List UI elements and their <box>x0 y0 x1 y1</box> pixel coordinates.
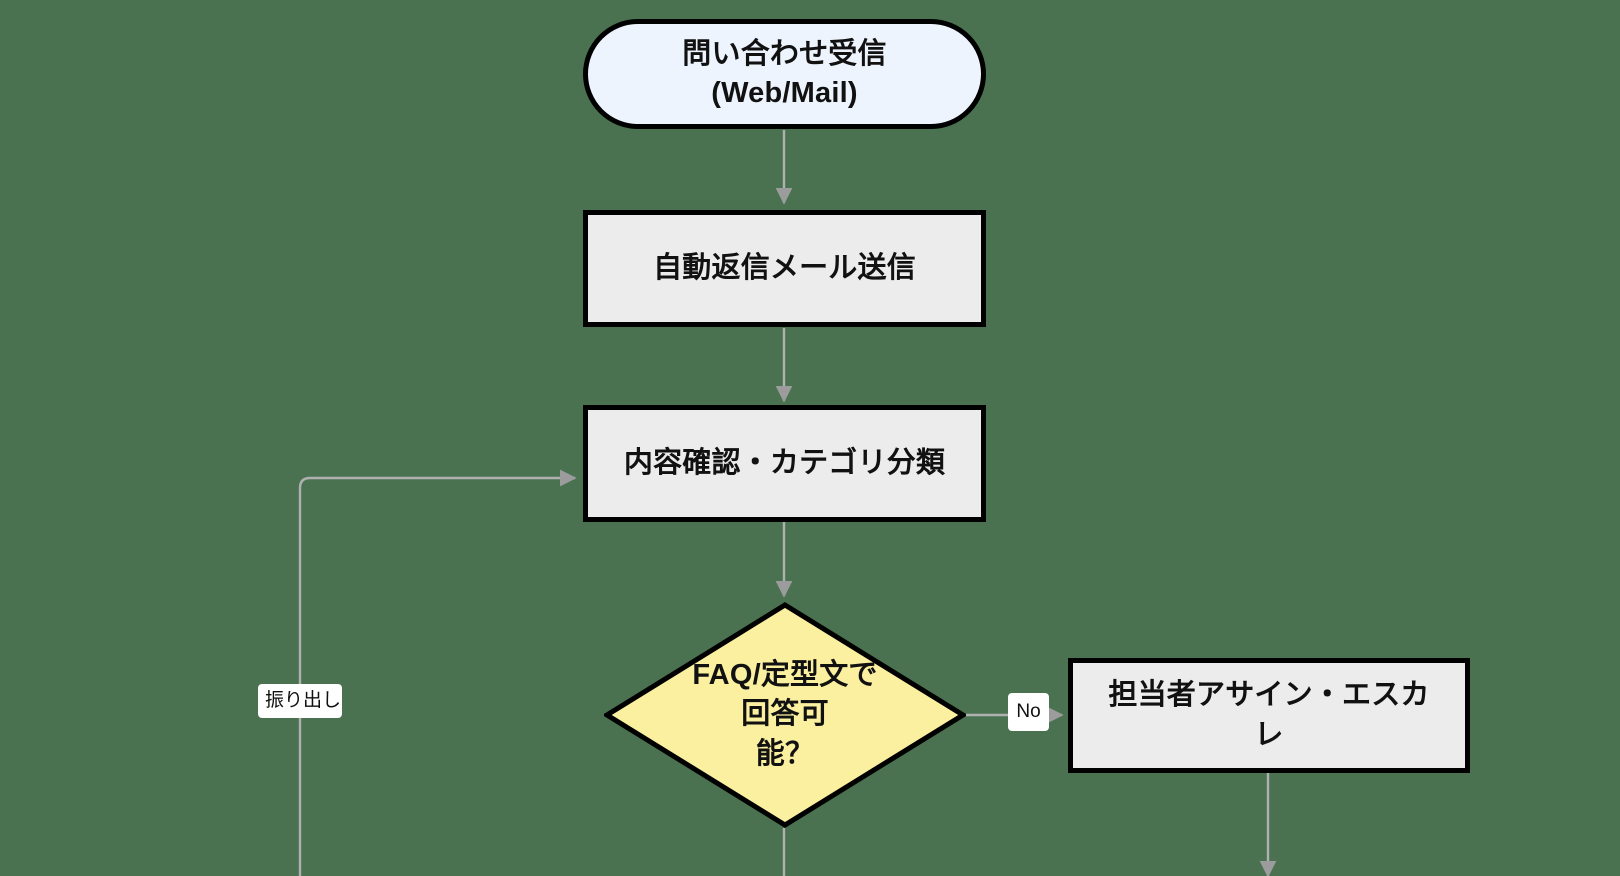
node-start-line2: (Web/Mail) <box>711 77 858 109</box>
node-content-check-categorize[interactable]: 内容確認・カテゴリ分類 <box>583 405 986 522</box>
edge-label-loopback: 振り出し <box>258 684 342 718</box>
node-start-line1: 問い合わせ受信 <box>682 37 887 70</box>
edge-label-no: No <box>1008 693 1049 731</box>
node-assign-line1: 担当者アサイン・エスカ <box>1108 679 1430 712</box>
node-auto-reply-label: 自動返信メール送信 <box>653 251 916 284</box>
node-categorize-label: 内容確認・カテゴリ分類 <box>623 446 946 479</box>
node-assign-label: 担当者アサイン・エスカ レ <box>1108 676 1429 754</box>
node-decision-faq-answerable[interactable]: FAQ/定型文で回答可 能？ <box>604 602 966 828</box>
node-assign-line2: レ <box>1254 718 1284 751</box>
node-decision-label: FAQ/定型文で回答可 能？ <box>684 656 887 773</box>
diamond-shape <box>604 602 966 828</box>
node-decision-line1: FAQ/定型文で回答可 <box>692 659 878 731</box>
edge-loopback-to-categorize <box>298 469 577 876</box>
node-decision-line2: 能？ <box>755 737 815 770</box>
node-auto-reply-mail[interactable]: 自動返信メール送信 <box>583 210 986 327</box>
node-assign-escalate[interactable]: 担当者アサイン・エスカ レ <box>1068 658 1470 773</box>
node-start-inquiry-received[interactable]: 問い合わせ受信 (Web/Mail) <box>583 19 986 129</box>
node-start-label: 問い合わせ受信 (Web/Mail) <box>682 35 886 113</box>
